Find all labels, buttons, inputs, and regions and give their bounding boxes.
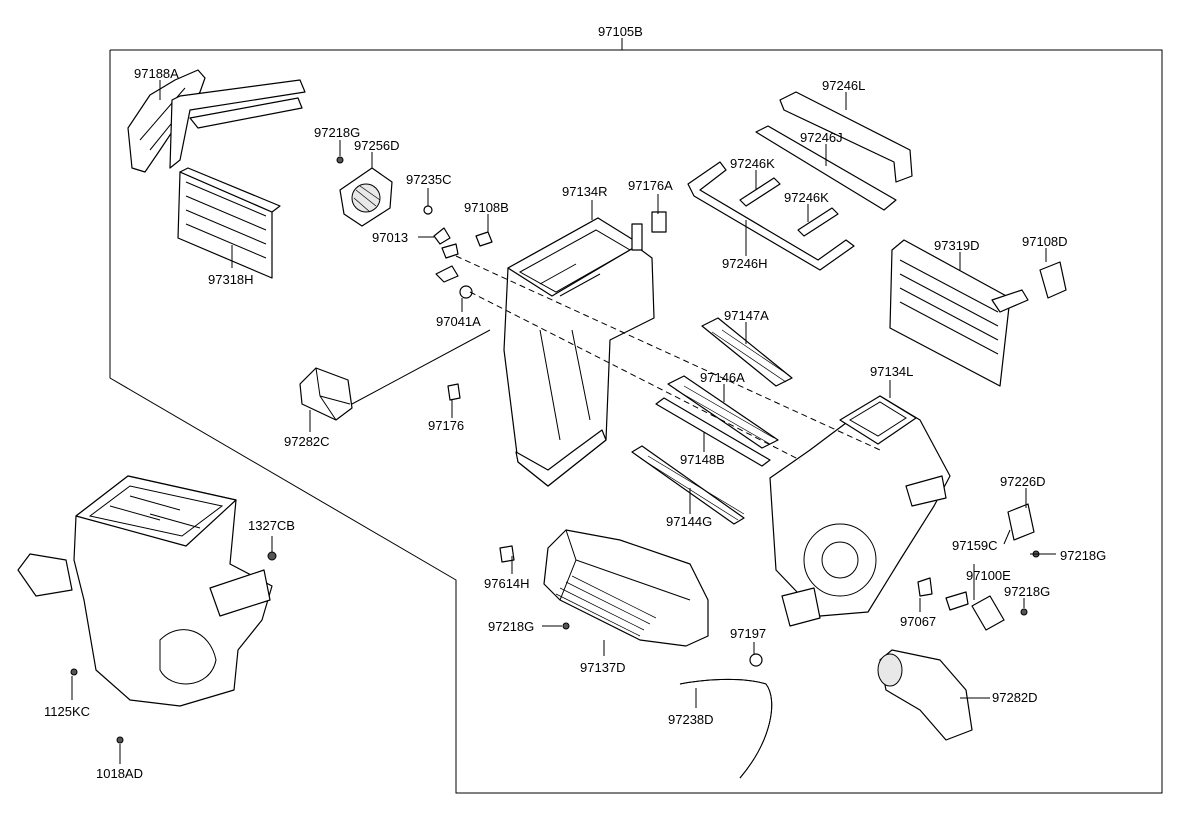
- label-97176: 97176: [428, 418, 464, 433]
- complete-hvac-assembly: [17, 475, 277, 744]
- label-97067: 97067: [900, 614, 936, 629]
- label-1125kc: 1125KC: [44, 704, 90, 719]
- label-97319d: 97319D: [934, 238, 980, 253]
- label-97108d: 97108D: [1022, 234, 1068, 249]
- label-97100e: 97100E: [966, 568, 1011, 583]
- label-1018ad: 1018AD: [96, 766, 143, 781]
- right-actuators-group: [917, 503, 1040, 631]
- label-97218g-right1: 97218G: [1060, 548, 1106, 563]
- label-97013: 97013: [372, 230, 408, 245]
- label-97134r: 97134R: [562, 184, 608, 199]
- part-labels: 97105B 97188A 97318H 97218G 97256D 97235…: [44, 24, 1106, 781]
- label-97218g-top: 97218G: [314, 125, 360, 140]
- label-97282d: 97282D: [992, 690, 1038, 705]
- label-97137d: 97137D: [580, 660, 626, 675]
- label-97147a: 97147A: [724, 308, 769, 323]
- part-97318h-heater-core: [169, 79, 306, 279]
- label-97218g-right2: 97218G: [1004, 584, 1050, 599]
- label-97318h: 97318H: [208, 272, 254, 287]
- label-97282c: 97282C: [284, 434, 330, 449]
- assembly-frame: [109, 38, 1163, 794]
- label-97188a: 97188A: [134, 66, 179, 81]
- label-97146a: 97146A: [700, 370, 745, 385]
- label-97246h: 97246H: [722, 256, 768, 271]
- label-1327cb: 1327CB: [248, 518, 295, 533]
- label-97176a: 97176A: [628, 178, 673, 193]
- part-97282c-motor: [299, 367, 353, 421]
- part-97137d-lower-case: [499, 529, 709, 647]
- label-97246l: 97246L: [822, 78, 865, 93]
- label-97246k-b: 97246K: [784, 190, 829, 205]
- air-doors-group: [631, 317, 793, 525]
- label-97226d: 97226D: [1000, 474, 1046, 489]
- part-97282d-blower-motor: [877, 649, 973, 741]
- part-97256d-actuator: [336, 156, 393, 227]
- part-97319d-evaporator: [889, 239, 1067, 387]
- label-97148b: 97148B: [680, 452, 725, 467]
- part-97176-clip: [447, 383, 461, 401]
- label-97238d: 97238D: [668, 712, 714, 727]
- label-97246k-a: 97246K: [730, 156, 775, 171]
- part-97134l-case-half: [769, 395, 951, 627]
- label-97235c: 97235C: [406, 172, 452, 187]
- label-97159c: 97159C: [952, 538, 998, 553]
- label-97197: 97197: [730, 626, 766, 641]
- label-97218g-left: 97218G: [488, 619, 534, 634]
- seal-strips-97246: [687, 91, 913, 271]
- label-97108b: 97108B: [464, 200, 509, 215]
- label-97144g: 97144G: [666, 514, 712, 529]
- leader-lines: [71, 80, 1056, 764]
- label-97246j: 97246J: [800, 130, 843, 145]
- label-assembly: 97105B: [598, 24, 643, 39]
- label-97256d: 97256D: [354, 138, 400, 153]
- small-clips-group: [423, 205, 493, 299]
- part-97134r-case-half: [503, 211, 667, 487]
- label-97134l: 97134L: [870, 364, 913, 379]
- label-97041a: 97041A: [436, 314, 481, 329]
- label-97614h: 97614H: [484, 576, 530, 591]
- part-97197-97238d: [679, 653, 773, 779]
